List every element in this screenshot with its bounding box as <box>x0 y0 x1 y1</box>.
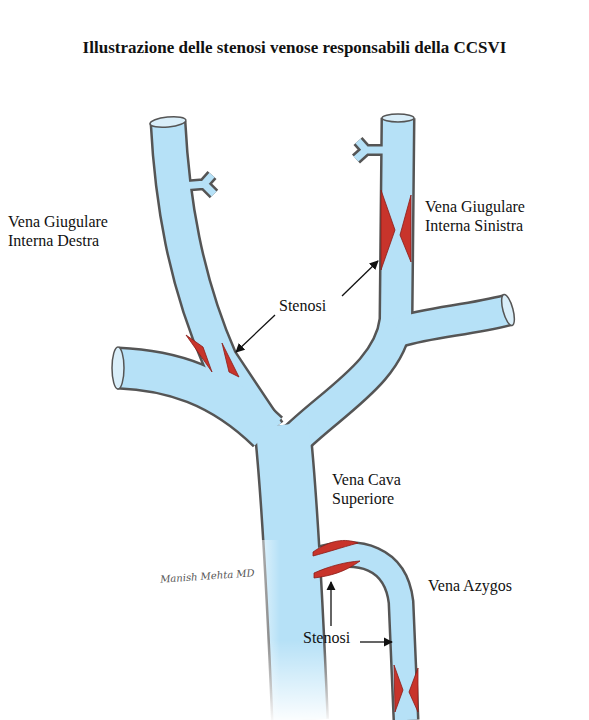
vessel-opening <box>150 115 187 129</box>
leader-arrow <box>360 641 392 642</box>
vein-label: Vena Cava Superiore <box>332 470 427 508</box>
vessel-opening <box>112 347 124 389</box>
fade-overlay <box>250 540 280 720</box>
leader-arrows <box>236 261 392 642</box>
left-subclavian-outline <box>398 310 508 332</box>
vessel-opening <box>499 293 517 326</box>
stenosis-label: Stenosi <box>279 296 359 315</box>
vessel-openings <box>112 114 517 389</box>
stenoses <box>186 190 418 712</box>
left-jugular-outline <box>292 118 398 442</box>
vessel-opening <box>382 114 414 122</box>
stenosis-label: Stenosi <box>303 628 383 647</box>
left-branch <box>356 141 386 159</box>
right-branch <box>182 175 214 194</box>
stenosis <box>400 195 411 262</box>
leader-arrow <box>330 582 331 626</box>
stenosis <box>222 343 239 377</box>
leader-arrow <box>236 315 275 352</box>
stenosis <box>186 335 212 372</box>
vein-label: Vena Giugulare Interna Destra <box>8 212 138 250</box>
stenosis <box>313 540 358 556</box>
stenosis <box>314 561 360 578</box>
stenosis <box>394 665 403 712</box>
left-branch-outline <box>356 141 386 159</box>
leader-arrow <box>342 261 378 296</box>
diagram-title: Illustrazione delle stenosi venose respo… <box>0 38 589 57</box>
stenosis <box>409 668 418 712</box>
vein-label: Vena Giugulare Interna Sinistra <box>425 197 565 235</box>
vein-label: Vena Azygos <box>428 576 548 595</box>
left-subclavian-vein <box>398 310 508 332</box>
stenosis <box>381 190 395 270</box>
left-jugular-vein <box>292 118 398 442</box>
right-subclavian-vein <box>118 368 268 432</box>
